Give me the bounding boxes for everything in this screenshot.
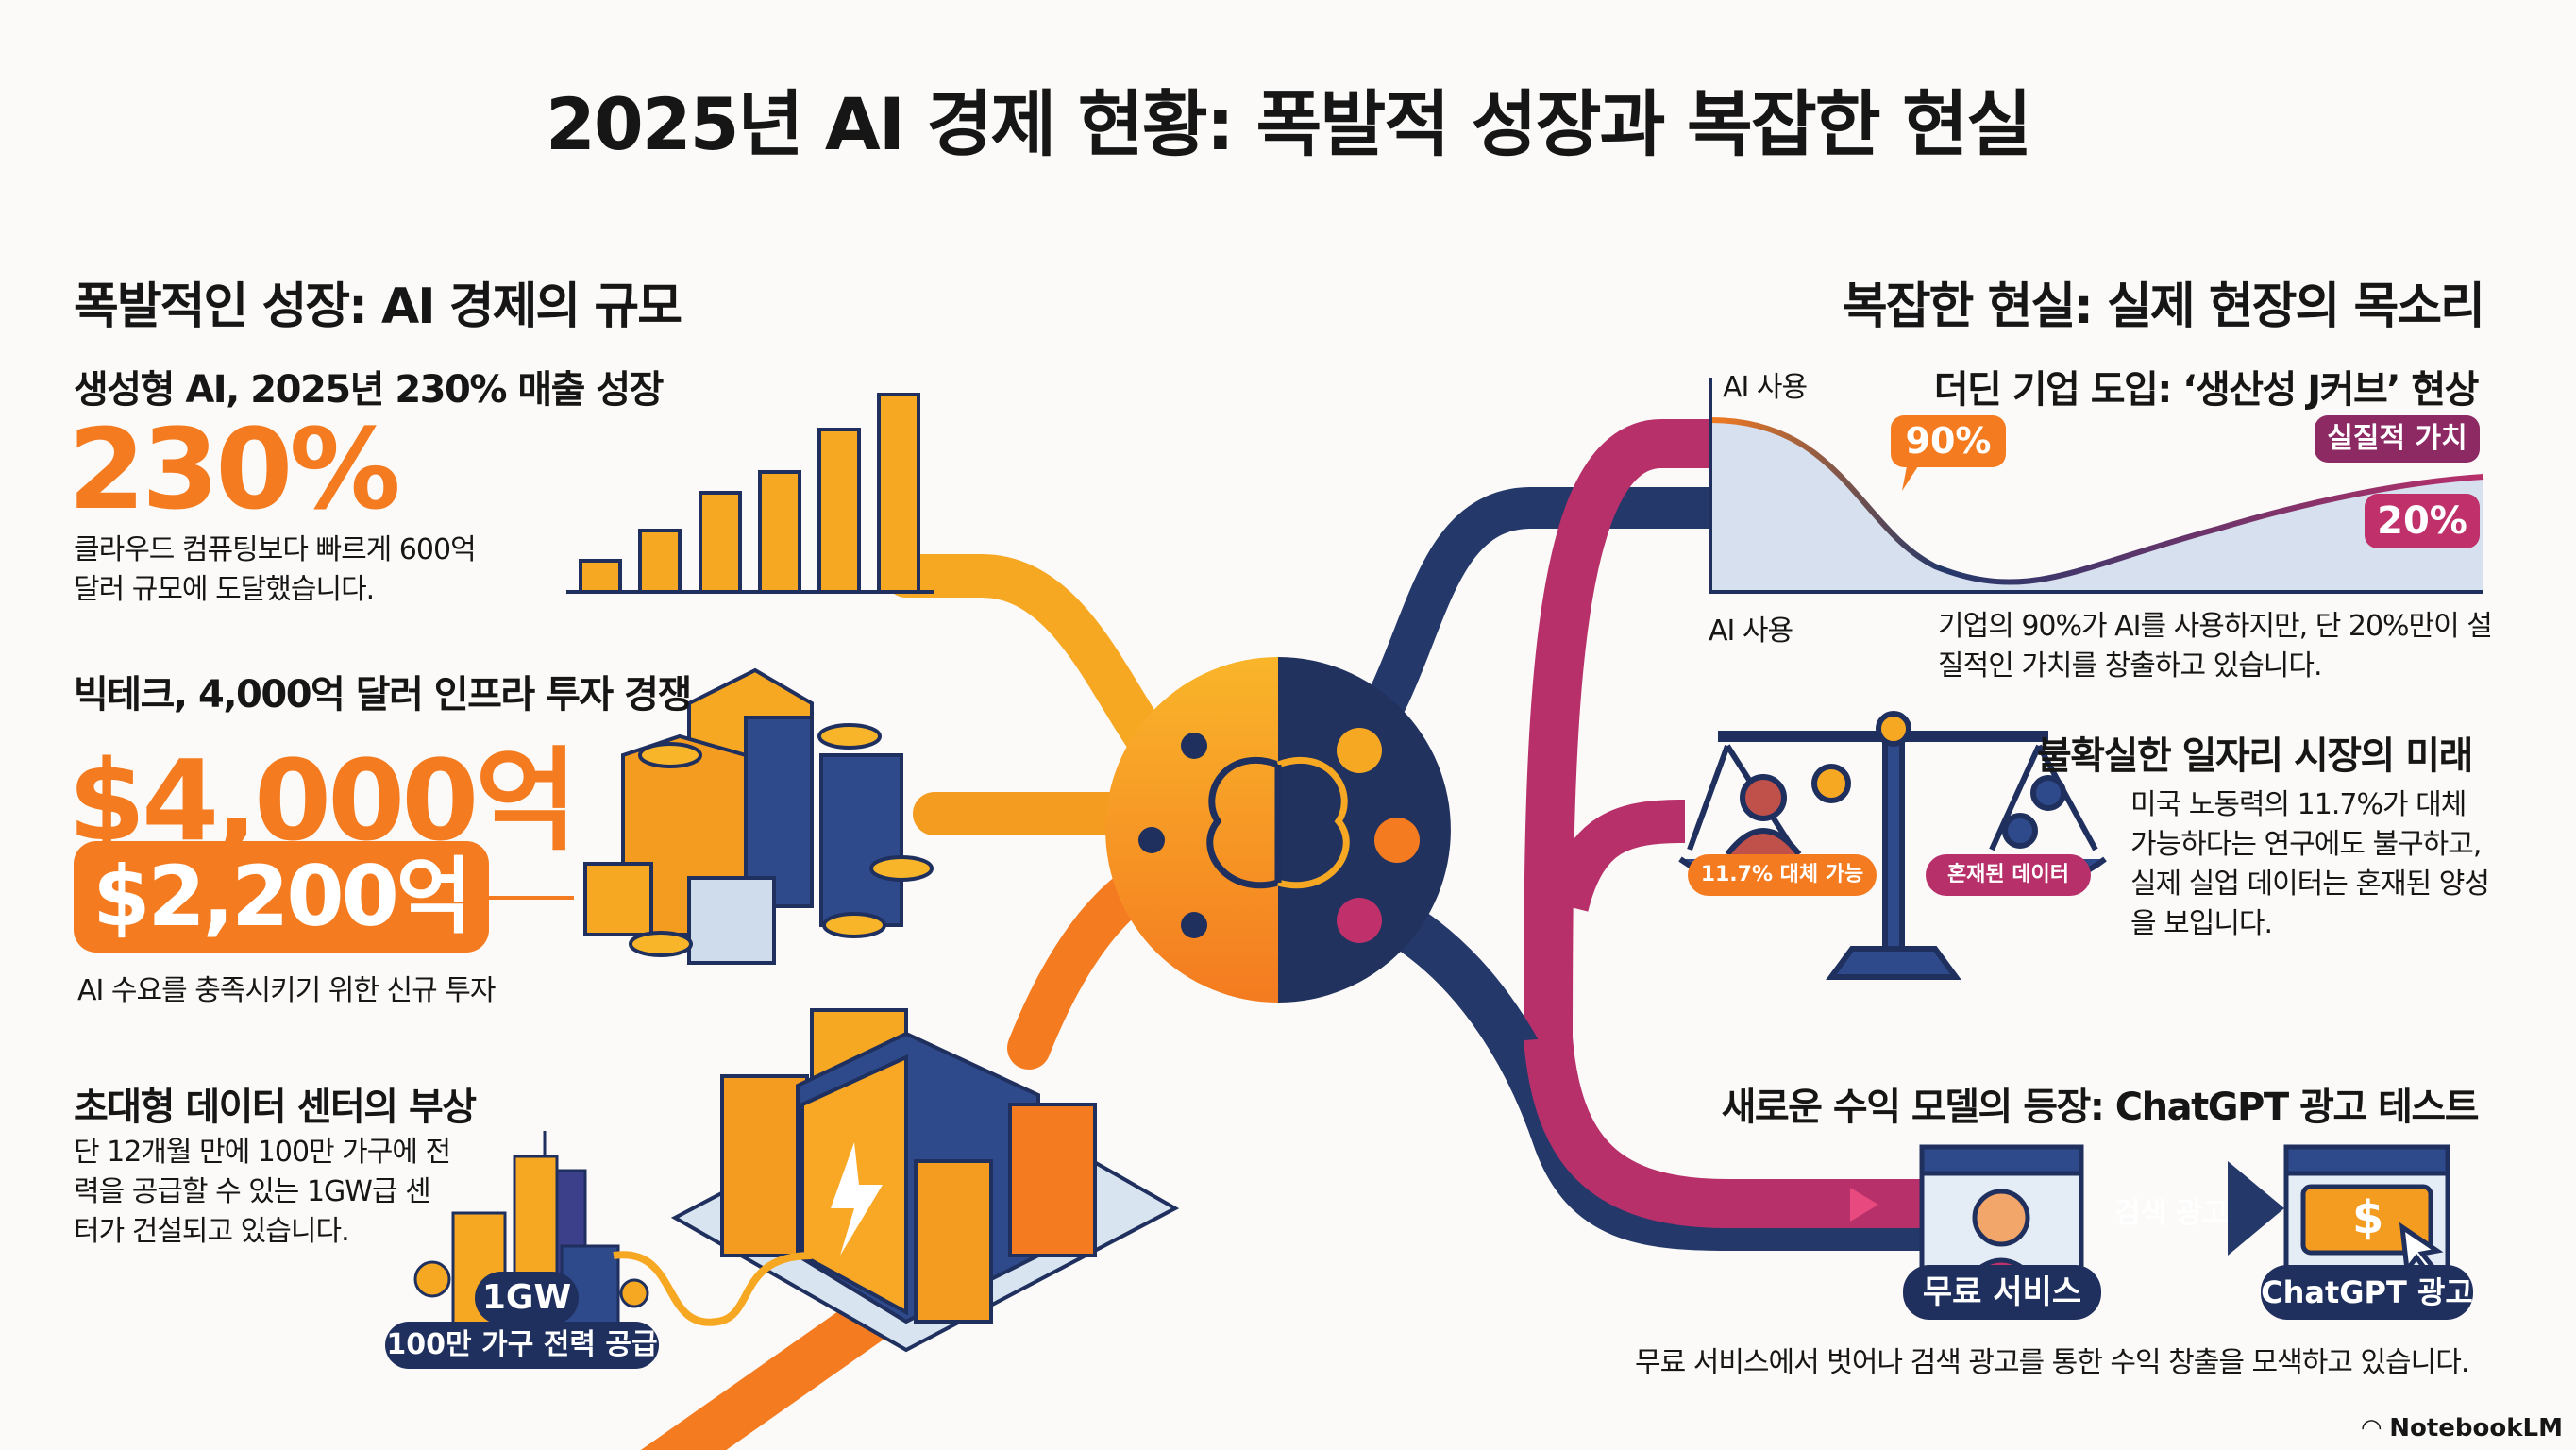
growth-description: 클라우드 컴퓨팅보다 빠르게 600억 달러 규모에 도달했습니다. (74, 533, 477, 606)
adoption-heading: 더딘 기업 도입: ‘생산성 J커브’ 현상 (1933, 368, 2480, 412)
value-percent-pill: 20% (2365, 494, 2480, 548)
buildings-coins-illustration (583, 667, 934, 965)
left-section-header: 폭발적인 성장: AI 경제의 규모 (74, 278, 682, 335)
brand-name: NotebookLM (2389, 1414, 2563, 1442)
replaceable-label: 11.7% 대체 가능 (1688, 854, 1877, 896)
datacenter-heading: 초대형 데이터 센터의 부상 (74, 1086, 477, 1129)
bigtech-heading: 빅테크, 4,000억 달러 인프라 투자 경쟁 (74, 673, 692, 717)
ads-heading: 새로운 수익 모델의 등장: ChatGPT 광고 테스트 (1721, 1086, 2480, 1129)
data-center-illustration (670, 1008, 1180, 1353)
chatgpt-ad-label: ChatGPT 광고 (2261, 1265, 2473, 1320)
households-badge: 100만 가구 전력 공급 (385, 1322, 659, 1369)
page-title: 2025년 AI 경제 현황: 폭발적 성장과 복잡한 현실 (546, 82, 2032, 166)
bigtech-sub-value: $2,200억 (74, 841, 489, 953)
notebooklm-watermark: ◠ NotebookLM (2362, 1414, 2563, 1442)
growth-bar-chart (566, 393, 934, 594)
datacenter-description: 단 12개월 만에 100만 가구에 전력을 공급할 수 있는 1GW급 센터가… (74, 1136, 451, 1248)
right-section-header: 복잡한 현실: 실제 현장의 목소리 (1842, 278, 2485, 335)
free-service-label: 무료 서비스 (1903, 1265, 2101, 1320)
mixed-data-label: 혼재된 데이터 (1926, 854, 2091, 896)
growth-value: 230% (68, 404, 401, 534)
bigtech-description: AI 수요를 충족시키기 위한 신규 투자 (77, 974, 496, 1007)
growth-heading: 생성형 AI, 2025년 230% 매출 성장 (74, 368, 664, 412)
jobs-description: 미국 노동력의 11.7%가 대체 가능하다는 연구에도 불구하고, 실제 실업… (2130, 788, 2490, 940)
axis-label-bottom: AI 사용 (1709, 615, 1793, 648)
j-curve-line (1709, 417, 2484, 585)
network-nodes (1138, 728, 1420, 943)
notebooklm-logo-icon: ◠ (2362, 1414, 2390, 1442)
search-ad-arrow-label: 검색 광고 (2114, 1197, 2229, 1230)
adoption-description: 기업의 90%가 AI를 사용하지만, 단 20%만이 설질적인 가치를 창출하… (1938, 610, 2493, 683)
dollar-icon: $ (2352, 1191, 2384, 1244)
value-label-pill: 실질적 가치 (2315, 415, 2480, 463)
gw-badge: 1GW (475, 1272, 579, 1324)
connector-line (489, 896, 574, 900)
usage-bubble: 90% (1891, 415, 2006, 467)
jobs-heading: 불확실한 일자리 시장의 미래 (2037, 734, 2473, 778)
brain-icon (1206, 756, 1350, 889)
axis-label-top: AI 사용 (1723, 371, 1808, 404)
j-curve-chart (1709, 378, 2484, 594)
ads-description: 무료 서비스에서 벗어나 검색 광고를 통한 수익 창출을 모색하고 있습니다. (1635, 1346, 2469, 1379)
central-ai-hub (1105, 657, 1451, 1003)
